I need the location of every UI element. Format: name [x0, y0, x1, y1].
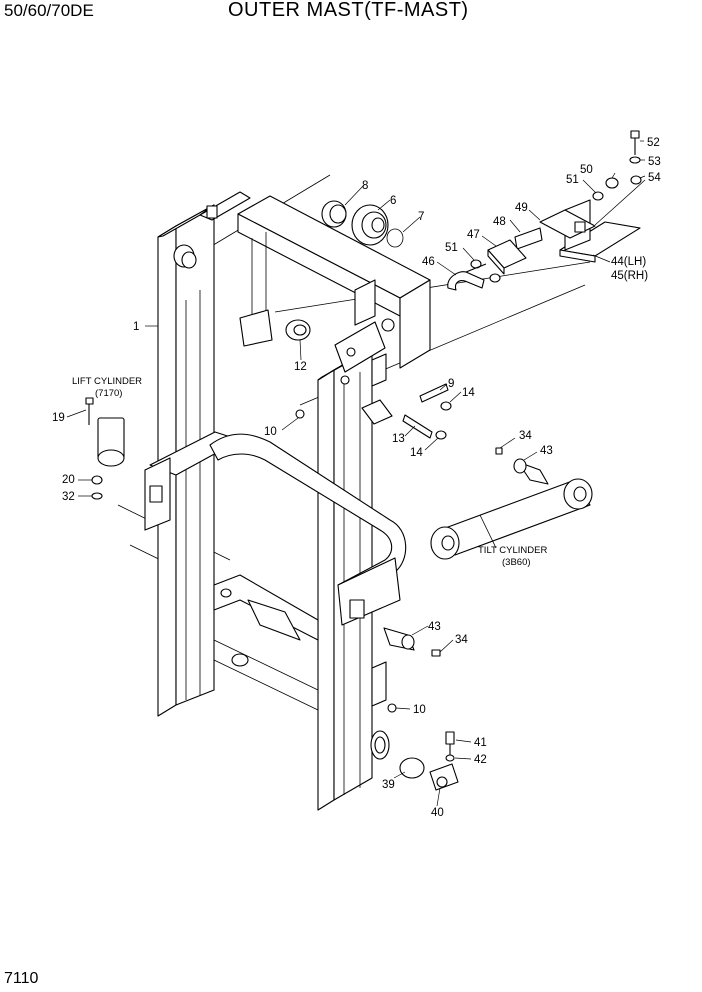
part-label: 43	[428, 621, 441, 633]
part-label: 14	[410, 447, 423, 459]
part-label: 9	[448, 378, 454, 390]
roller-bearing	[321, 200, 404, 248]
part-label: 48	[493, 216, 506, 228]
part-label: 49	[515, 202, 528, 214]
part-label: 40	[431, 807, 444, 819]
part-label: 34	[455, 634, 468, 646]
part-label: 39	[382, 779, 395, 791]
part-label: 13	[392, 433, 405, 445]
part-label: 47	[467, 229, 480, 241]
lift-cylinder-label: LIFT CYLINDER	[72, 376, 142, 387]
part-label: 8	[362, 180, 368, 192]
part-label: 51	[445, 242, 458, 254]
bottom-hardware	[387, 703, 459, 791]
part-label: 45(RH)	[611, 270, 648, 282]
part-label: 7	[418, 211, 424, 223]
callout-labels: LIFT CYLINDER (7170) TILT CYLINDER (3B60…	[72, 376, 547, 568]
bottom-crossmember	[213, 574, 319, 711]
top-crossmember	[237, 195, 431, 369]
part-label: 53	[648, 156, 661, 168]
part-label: 10	[264, 426, 277, 438]
part-label: 6	[390, 195, 396, 207]
part-label: 51	[566, 174, 579, 186]
lift-cylinder-ref: (7170)	[95, 388, 122, 399]
leader-lines	[66, 140, 646, 807]
page-number: 7110	[4, 970, 39, 987]
middle-crossmember	[144, 431, 407, 626]
page-title: OUTER MAST(TF-MAST)	[228, 0, 469, 21]
part-numbers: 52 53 50 51 54 8 6 49 7 48 47 51 46 44(L…	[52, 137, 661, 819]
part-label: 52	[647, 137, 660, 149]
part-label: 43	[540, 445, 553, 457]
top-right-hardware	[447, 130, 642, 291]
part-label: 32	[62, 491, 75, 503]
chain-pins	[285, 319, 452, 440]
part-label: 41	[474, 737, 487, 749]
part-label: 50	[580, 164, 593, 176]
part-label: 1	[133, 321, 139, 333]
part-label: 46	[422, 256, 435, 268]
part-label: 19	[52, 412, 65, 424]
part-label: 44(LH)	[611, 256, 646, 268]
part-label: 54	[648, 172, 661, 184]
tilt-cylinder-ref: (3B60)	[502, 557, 531, 568]
model-number: 50/60/70DE	[4, 1, 94, 20]
part-label: 20	[62, 474, 75, 486]
tilt-cylinder	[383, 447, 593, 657]
part-label: 42	[474, 754, 487, 766]
part-label: 34	[519, 430, 532, 442]
part-label: 12	[294, 361, 307, 373]
lift-cylinder-end	[85, 397, 125, 500]
tilt-cylinder-label: TILT CYLINDER	[478, 545, 547, 556]
part-label: 10	[413, 704, 426, 716]
part-label: 14	[462, 387, 475, 399]
